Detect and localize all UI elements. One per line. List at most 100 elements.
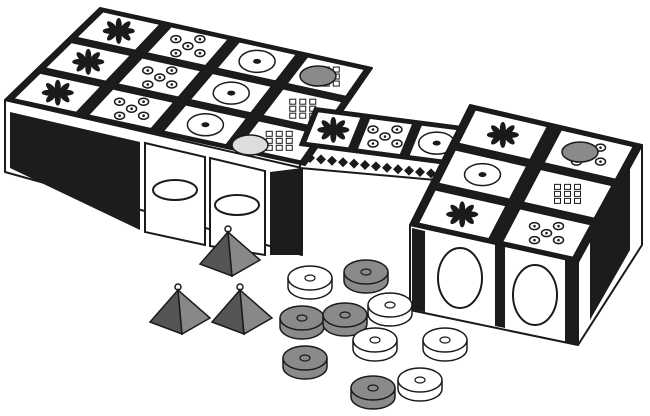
eye-dot-center <box>146 83 150 86</box>
rosette-petal <box>119 21 131 33</box>
eye-dot-center <box>170 83 174 86</box>
eye-dot <box>540 228 553 238</box>
disc-center <box>299 354 311 362</box>
eye-dot-center <box>118 100 121 104</box>
disc-center <box>339 311 351 319</box>
circle-motif <box>212 81 250 105</box>
light-disc <box>287 265 333 291</box>
left-front-black-band <box>10 112 140 230</box>
grid-motif-cell <box>275 130 283 137</box>
left-front-black-band <box>270 168 302 255</box>
eye-dot <box>113 97 126 106</box>
grid-motif-cell <box>554 183 561 190</box>
eye-dot <box>154 73 166 82</box>
eye-dot-center <box>395 128 399 131</box>
eye-dot <box>194 34 206 44</box>
eye-dot <box>552 235 565 245</box>
disc-center <box>296 314 308 322</box>
eye-dot <box>142 66 154 75</box>
grid-motif-cell <box>299 98 307 105</box>
grid-motif-cell <box>574 183 581 190</box>
light-disc <box>367 292 413 318</box>
pyramid-die-tip <box>236 283 244 291</box>
eye-dot <box>528 221 541 231</box>
eye-dot-center <box>383 135 387 138</box>
eye-dot-center <box>170 69 174 72</box>
eye-dot-center <box>118 114 121 118</box>
eye-dot-center <box>174 37 178 41</box>
rosette-petal <box>450 204 462 216</box>
circle-motif-center <box>227 90 236 96</box>
eye-dot-center <box>599 160 602 163</box>
rosette-petal <box>491 125 502 137</box>
light-disc <box>352 327 398 353</box>
eye-motif <box>214 194 260 216</box>
pyramid-dice <box>148 225 274 336</box>
disc-center <box>369 336 381 344</box>
grid-motif-cell <box>564 197 571 204</box>
circle-motif-center <box>478 172 487 178</box>
grid-motif-cell <box>554 197 561 204</box>
eye-dot-center <box>557 224 560 228</box>
board-top-faces <box>4 7 643 263</box>
eye-motif <box>512 264 558 326</box>
diamond-motif <box>360 160 370 170</box>
rosette-petal <box>463 213 474 225</box>
eye-dot <box>170 48 182 58</box>
eye-dot-center <box>533 238 536 242</box>
eye-dot-center <box>142 100 145 104</box>
eye-dot-center <box>158 76 162 79</box>
rosette-petal <box>58 91 70 103</box>
eye-dot-center <box>371 128 375 131</box>
eye-motif <box>437 247 483 309</box>
disc-center <box>414 376 426 384</box>
grid-motif-cell <box>554 190 561 197</box>
eye-dot <box>142 80 154 89</box>
grid-motif-cell <box>332 66 340 73</box>
grid-motif-cell <box>309 98 317 105</box>
game-piece-on-board <box>299 65 337 87</box>
eye-dot-center <box>198 51 202 55</box>
rosette-petal <box>503 133 515 145</box>
right-front-black-band <box>412 228 425 312</box>
diamond-motif <box>316 154 326 165</box>
eye-dot <box>113 111 126 120</box>
eye-dot-center <box>557 238 560 242</box>
rosette-petal <box>89 52 100 63</box>
grid-motif-cell <box>289 112 297 119</box>
diamond-motif <box>382 162 392 173</box>
eye-dot-center <box>599 146 602 149</box>
grid-motif-cell <box>275 137 283 144</box>
eye-dot-center <box>174 51 178 55</box>
eye-dot <box>594 157 607 166</box>
eye-dot <box>552 221 565 231</box>
eye-dot <box>182 41 194 51</box>
grid-motif-cell <box>265 130 273 137</box>
disc-center <box>439 336 451 344</box>
eye-dot-center <box>146 69 150 72</box>
eye-dot <box>194 48 206 58</box>
diamond-motif <box>415 167 425 177</box>
rosette-petal <box>119 29 131 41</box>
disc-center <box>304 274 316 282</box>
light-disc <box>422 327 468 353</box>
left-front-eye-panel <box>209 156 266 257</box>
grid-motif-cell <box>299 112 307 119</box>
rosette-petal <box>89 60 100 72</box>
disc-center <box>360 268 372 276</box>
rosette-petal <box>321 120 333 131</box>
rosette-petal <box>46 83 57 94</box>
diamond-motif <box>371 161 381 172</box>
eye-dot <box>137 97 150 106</box>
pyramid-die-face <box>148 288 183 336</box>
grid-motif-cell <box>285 137 293 144</box>
grid-motif-cell <box>564 190 571 197</box>
rosette-petal <box>76 52 88 63</box>
pyramid-die-face <box>227 230 262 278</box>
grid-motif-cell <box>285 130 293 137</box>
eye-dot-center <box>198 37 202 41</box>
grid-motif-cell <box>275 144 283 151</box>
eye-dot <box>528 235 541 245</box>
right-front-black-band <box>565 259 578 345</box>
